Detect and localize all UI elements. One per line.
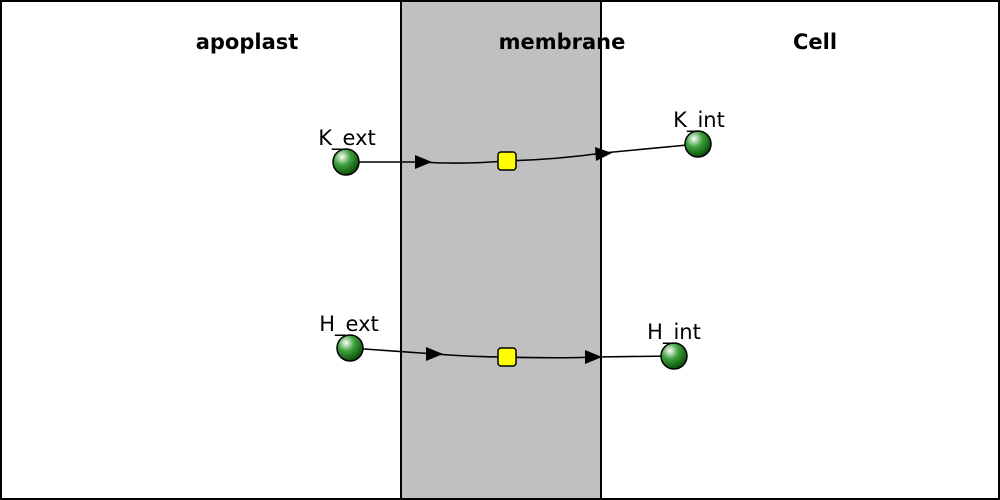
h-arrowhead-2 [585,350,602,364]
k-int-node[interactable] [684,130,712,158]
species-h-int[interactable]: H_int [647,320,701,370]
k-ext-label: K_ext [318,126,375,151]
h-arrowhead-1 [426,347,443,361]
cell-label: Cell [793,30,837,54]
h-ext-node[interactable] [336,334,364,362]
k-arrowhead-1 [415,155,432,169]
k-int-label: K_int [673,108,725,133]
h-transport-reaction [349,347,675,367]
h-reaction-node[interactable] [497,347,517,367]
k-ext-node[interactable] [332,148,360,176]
apoplast-label: apoplast [196,30,299,54]
species-k-ext[interactable]: K_ext [318,126,376,176]
cell-compartment[interactable] [600,0,1000,500]
h-int-label: H_int [647,320,701,345]
apoplast-compartment[interactable] [0,0,402,500]
membrane-label: membrane [499,30,626,54]
h-int-node[interactable] [660,342,688,370]
membrane-compartment[interactable] [400,0,602,500]
k-transport-reaction [346,143,699,171]
species-h-ext[interactable]: H_ext [319,312,379,362]
h-ext-label: H_ext [319,312,379,337]
k-arrowhead-2 [595,147,612,161]
species-k-int[interactable]: K_int [673,108,725,158]
k-reaction-node[interactable] [497,151,517,171]
